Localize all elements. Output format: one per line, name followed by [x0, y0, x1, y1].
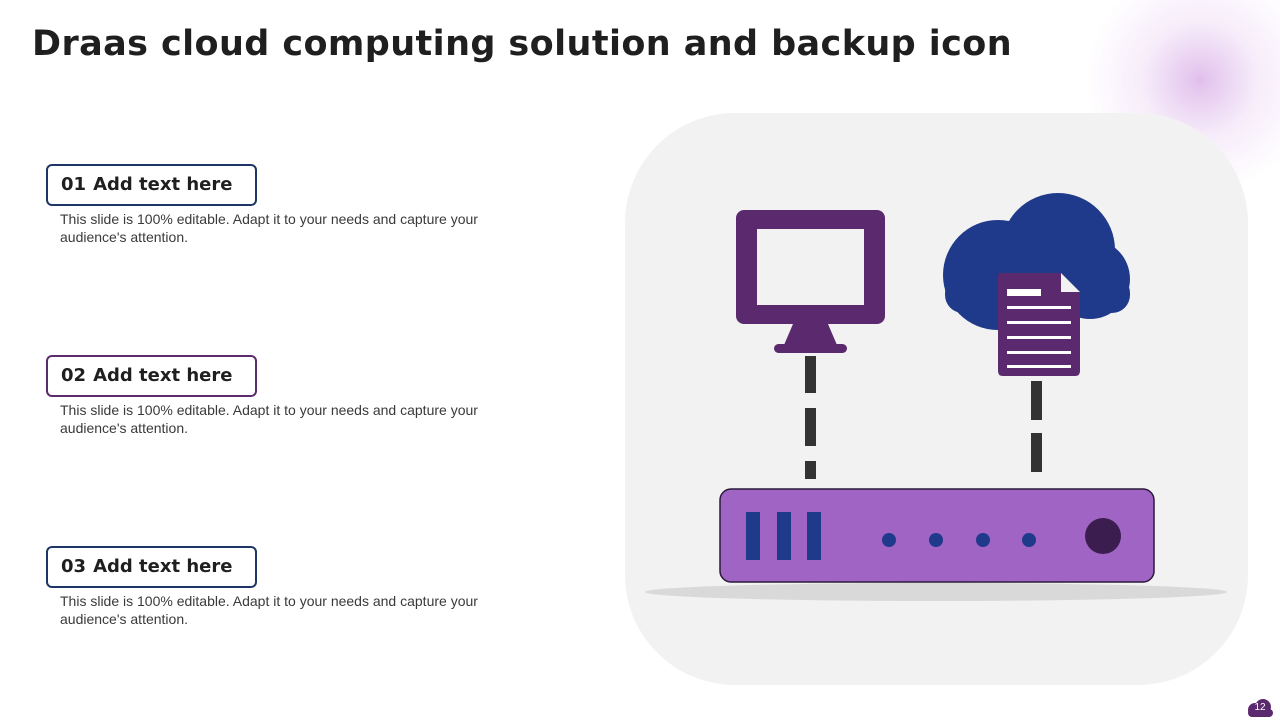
monitor-connector-line [805, 356, 816, 479]
item-label: Add text here [93, 556, 233, 577]
item-description: This slide is 100% editable. Adapt it to… [60, 593, 478, 627]
text-item-1: 01 Add text here This slide is 100% edita… [46, 164, 516, 246]
text-item-3: 03 Add text here This slide is 100% edita… [46, 546, 516, 628]
item-number: 03 [61, 556, 87, 577]
page-number: 12 [1254, 702, 1266, 713]
text-item-2: 02 Add text here This slide is 100% edita… [46, 355, 516, 437]
document-icon [998, 273, 1080, 376]
item-number: 01 [61, 174, 87, 195]
backup-illustration [645, 193, 1227, 601]
document-connector-line [1031, 381, 1042, 472]
item-label-box-2[interactable]: 02 Add text here [46, 355, 257, 397]
item-description: This slide is 100% editable. Adapt it to… [60, 211, 478, 245]
item-label: Add text here [93, 365, 233, 386]
item-label-box-3[interactable]: 03 Add text here [46, 546, 257, 588]
monitor-icon [736, 210, 885, 353]
floor-shadow [645, 583, 1227, 601]
slide-title: Draas cloud computing solution and backu… [32, 24, 1013, 64]
item-number: 02 [61, 365, 87, 386]
item-label: Add text here [93, 174, 233, 195]
server-icon [719, 488, 1155, 583]
item-label-box-1[interactable]: 01 Add text here [46, 164, 257, 206]
page-badge-cloud-icon [1248, 699, 1273, 717]
item-description: This slide is 100% editable. Adapt it to… [60, 402, 478, 436]
